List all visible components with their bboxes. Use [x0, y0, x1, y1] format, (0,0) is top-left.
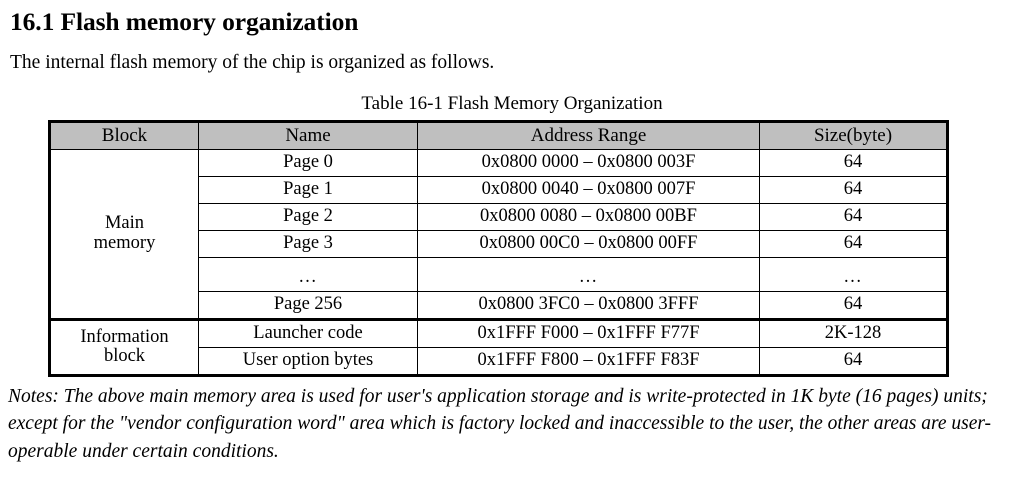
cell-name: Page 1: [198, 175, 418, 204]
column-header-name: Name: [198, 120, 418, 150]
block-label-line: memory: [93, 232, 156, 253]
block-label-line: Information: [80, 326, 169, 347]
cell-size: 64: [759, 202, 948, 231]
page-title: 16.1 Flash memory organization: [10, 7, 359, 36]
cell-address: 0x0800 0000 – 0x0800 003F: [417, 148, 760, 177]
cell-size: 2K-128: [759, 317, 948, 348]
block-label-information-block: Information block: [49, 317, 199, 376]
table-row: Page 3 0x0800 00C0 – 0x0800 00FF 64: [50, 229, 948, 258]
cell-address: 0x0800 0080 – 0x0800 00BF: [417, 202, 760, 231]
document-page: 16.1 Flash memory organization The inter…: [0, 7, 1024, 498]
table-row-ellipsis: … … …: [50, 256, 948, 292]
block-label-main-memory: Main memory: [49, 148, 199, 320]
cell-address: …: [417, 256, 760, 292]
table-caption: Table 16-1 Flash Memory Organization: [361, 92, 663, 114]
cell-address: 0x0800 3FC0 – 0x0800 3FFF: [417, 290, 760, 320]
table-row: Page 1 0x0800 0040 – 0x0800 007F 64: [50, 175, 948, 204]
column-header-size: Size(byte): [759, 120, 948, 150]
cell-name: Page 3: [198, 229, 418, 258]
cell-size: 64: [759, 290, 948, 320]
table-row: Main memory Page 0 0x0800 0000 – 0x0800 …: [49, 148, 948, 320]
cell-name: …: [198, 256, 418, 292]
cell-address: 0x0800 0040 – 0x0800 007F: [417, 175, 760, 204]
table-container: Block Name Address Range Size(byte) Main…: [48, 119, 949, 377]
cell-address: 0x0800 00C0 – 0x0800 00FF: [417, 229, 760, 258]
column-header-block: Block: [49, 120, 199, 150]
block-label-line: block: [103, 346, 146, 367]
table-row: Page 2 0x0800 0080 – 0x0800 00BF 64: [50, 202, 948, 231]
cell-address: 0x1FFF F800 – 0x1FFF F83F: [417, 346, 760, 376]
intro-paragraph: The internal flash memory of the chip is…: [10, 51, 495, 73]
cell-size: 64: [759, 148, 948, 177]
column-header-address: Address Range: [417, 120, 760, 150]
cell-size: 64: [759, 175, 948, 204]
flash-memory-organization-table: Block Name Address Range Size(byte) Main…: [48, 119, 949, 377]
table-row: Page 256 0x0800 3FC0 – 0x0800 3FFF 64: [50, 290, 948, 320]
cell-size: 64: [759, 346, 948, 376]
cell-size: 64: [759, 229, 948, 258]
table-row: User option bytes 0x1FFF F800 – 0x1FFF F…: [50, 346, 948, 376]
table-notes: Notes: The above main memory area is use…: [8, 385, 992, 463]
cell-name: User option bytes: [198, 346, 418, 376]
table-row: Information block Launcher code 0x1FFF F…: [49, 317, 948, 376]
cell-name: Launcher code: [198, 317, 418, 348]
table-header-row: Block Name Address Range Size(byte): [49, 120, 948, 150]
cell-size: …: [759, 256, 948, 292]
cell-name: Page 256: [198, 290, 418, 320]
cell-name: Page 0: [198, 148, 418, 177]
block-label-line: Main: [104, 213, 145, 234]
cell-address: 0x1FFF F000 – 0x1FFF F77F: [417, 317, 760, 348]
cell-name: Page 2: [198, 202, 418, 231]
